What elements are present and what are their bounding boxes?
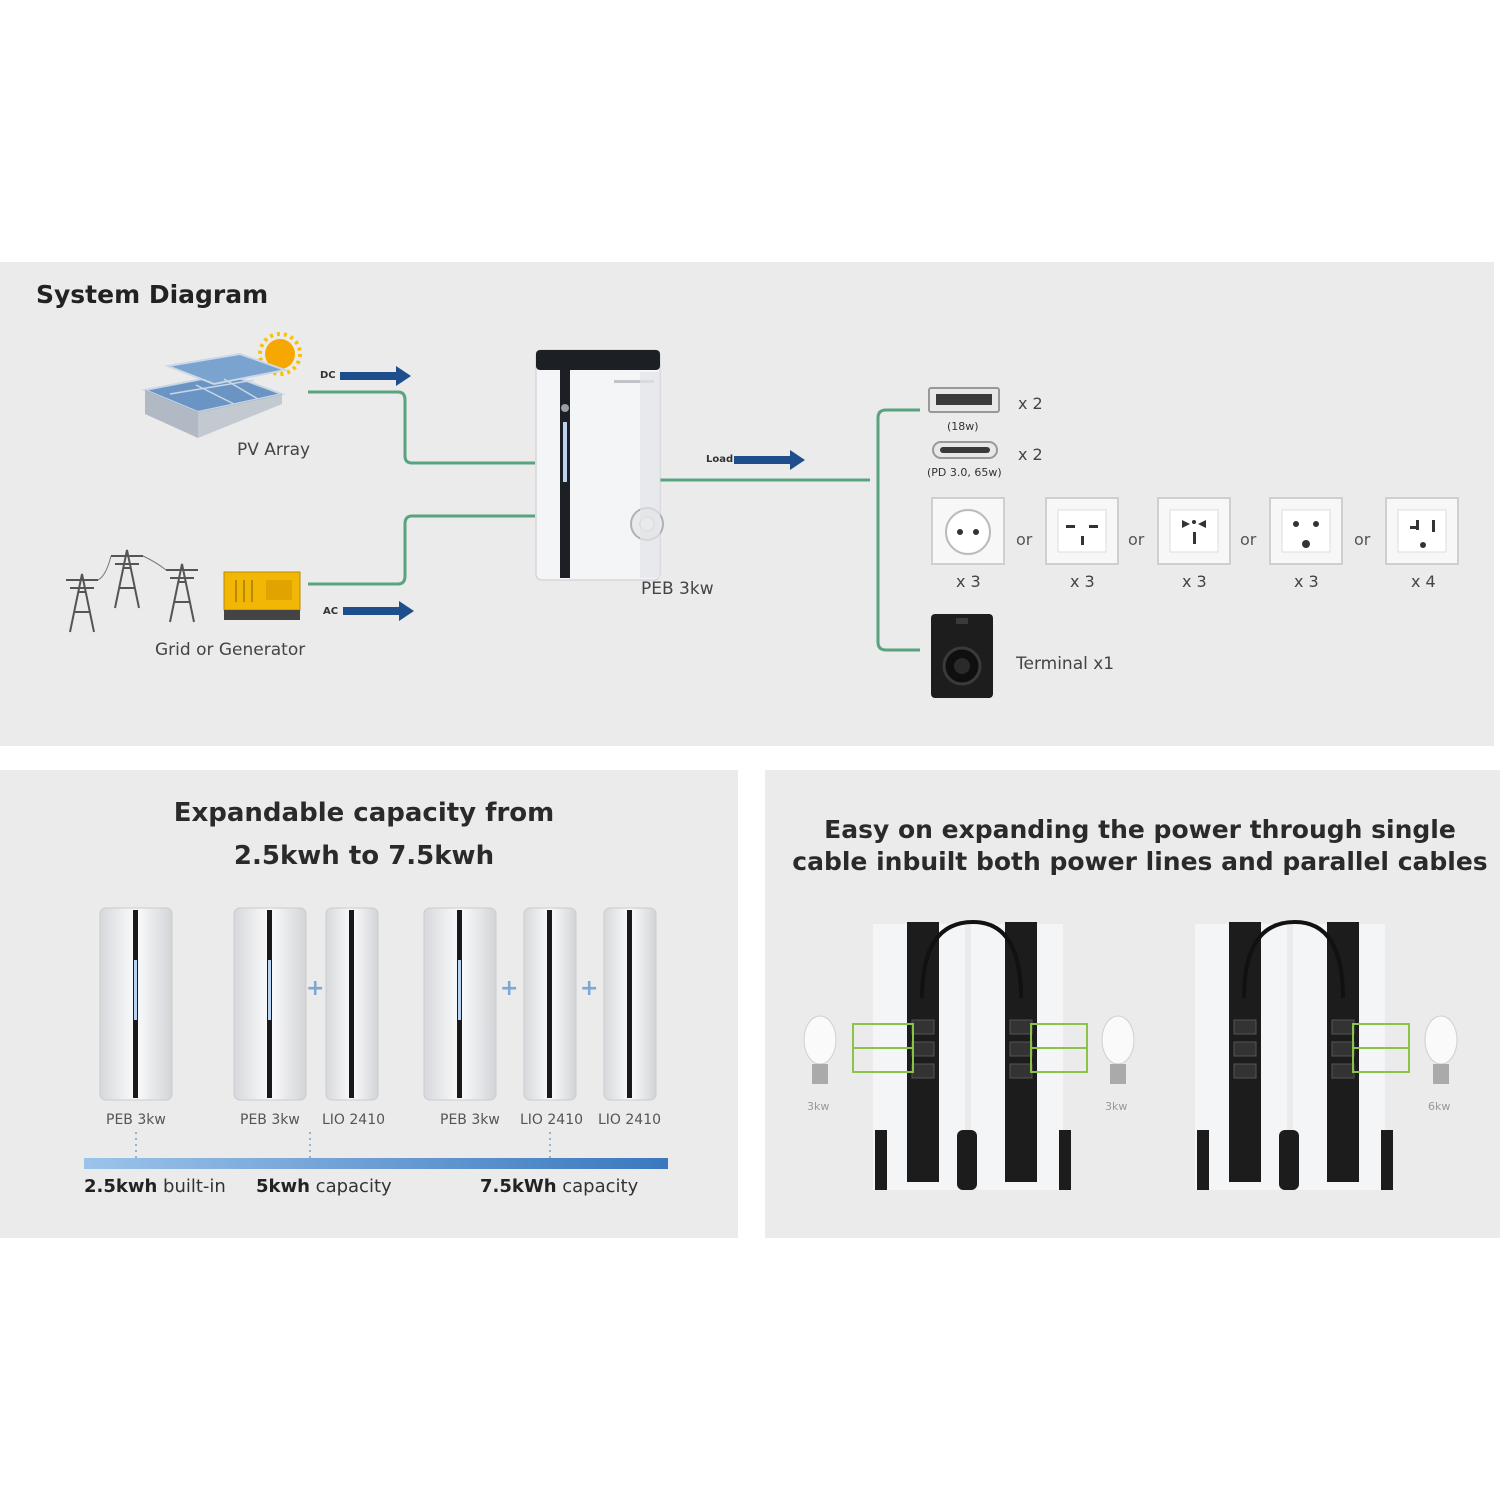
or-separator: or — [1128, 530, 1145, 549]
unit-label: LIO 2410 — [322, 1112, 386, 1128]
lio-unit-illustration — [603, 907, 657, 1101]
ac-label: AC — [323, 606, 339, 617]
parallel-units-pair — [852, 919, 1088, 1190]
dc-arrow — [340, 366, 411, 386]
capacity-title-line2: 2.5kwh to 7.5kwh — [233, 841, 495, 871]
unit-label: PEB 3kw — [440, 1112, 500, 1128]
light-bulb-icon — [1424, 1015, 1458, 1084]
capacity-footer-item: 7.5kWh capacity — [480, 1176, 639, 1197]
capacity-graphics — [84, 907, 668, 1169]
load-arrow — [734, 450, 805, 470]
peb-device-illustration — [535, 349, 664, 581]
usb-a-count: x 2 — [1018, 394, 1043, 413]
plus-sign: + — [306, 976, 325, 1001]
usb-c-note: (PD 3.0, 65w) — [927, 466, 1002, 479]
peb-device-label: PEB 3kw — [641, 579, 714, 599]
grid-connection-line — [308, 514, 535, 586]
system-diagram-panel: System Diagram PV Array Grid or Generato… — [0, 262, 1494, 746]
load-label: Load — [706, 454, 734, 465]
uk-socket-icon — [1045, 497, 1119, 565]
universal-socket-icon — [1157, 497, 1231, 565]
capacity-title-line1: Expandable capacity from — [173, 798, 555, 828]
parallel-panel: Easy on expanding the power through sing… — [765, 770, 1500, 1238]
us-socket-icon — [1385, 497, 1459, 565]
eu-socket-icon — [931, 497, 1005, 565]
in-socket-icon — [1269, 497, 1343, 565]
dc-label: DC — [320, 370, 336, 381]
socket-count: x 3 — [1182, 572, 1207, 591]
system-diagram-graphics — [66, 332, 1459, 698]
parallel-graphics — [803, 919, 1458, 1190]
plus-sign: + — [580, 976, 599, 1001]
grid-generator-label: Grid or Generator — [155, 640, 306, 660]
capacity-footer-item: 5kwh capacity — [256, 1176, 392, 1197]
power-tower-icon — [66, 549, 198, 633]
terminal-port-icon — [931, 614, 993, 698]
lio-unit-illustration — [523, 907, 577, 1101]
terminal-label: Terminal x1 — [1016, 654, 1115, 674]
or-separator: or — [1354, 530, 1371, 549]
capacity-panel: Expandable capacity from 2.5kwh to 7.5kw… — [0, 770, 738, 1238]
wattage-label: 6kw — [1428, 1100, 1451, 1113]
socket-count: x 3 — [1070, 572, 1095, 591]
output-bus-line — [876, 408, 920, 652]
peb-unit-illustration — [423, 907, 497, 1101]
socket-count: x 3 — [1294, 572, 1319, 591]
generator-icon — [223, 571, 301, 620]
unit-label: LIO 2410 — [598, 1112, 662, 1128]
or-separator: or — [1016, 530, 1033, 549]
socket-count: x 3 — [956, 572, 981, 591]
plus-sign: + — [500, 976, 519, 1001]
light-bulb-icon — [1101, 1015, 1135, 1084]
light-bulb-icon — [803, 1015, 837, 1084]
usb-c-count: x 2 — [1018, 445, 1043, 464]
peb-unit-illustration — [99, 907, 173, 1101]
ac-arrow — [343, 601, 414, 621]
usb-c-port-icon — [932, 441, 998, 459]
capacity-bar — [84, 1158, 668, 1169]
solar-panel-icon — [141, 352, 289, 438]
page-title: System Diagram — [36, 280, 269, 309]
capacity-footer-item: 2.5kwh built-in — [84, 1176, 226, 1197]
unit-label: PEB 3kw — [106, 1112, 166, 1128]
socket-count: x 4 — [1411, 572, 1436, 591]
wattage-label: 3kw — [1105, 1100, 1128, 1113]
usb-a-note: (18w) — [947, 420, 979, 433]
pv-connection-line — [308, 390, 535, 465]
parallel-title-line2: cable inbuilt both power lines and paral… — [792, 847, 1488, 876]
pv-array-label: PV Array — [237, 440, 311, 460]
or-separator: or — [1240, 530, 1257, 549]
lio-unit-illustration — [325, 907, 379, 1101]
sun-icon — [258, 332, 302, 376]
wattage-label: 3kw — [807, 1100, 830, 1113]
peb-unit-illustration — [233, 907, 307, 1101]
parallel-units-pair — [1195, 919, 1410, 1190]
parallel-title-line1: Easy on expanding the power through sing… — [824, 815, 1456, 844]
unit-label: LIO 2410 — [520, 1112, 584, 1128]
unit-label: PEB 3kw — [240, 1112, 300, 1128]
usb-a-port-icon — [928, 387, 1000, 413]
